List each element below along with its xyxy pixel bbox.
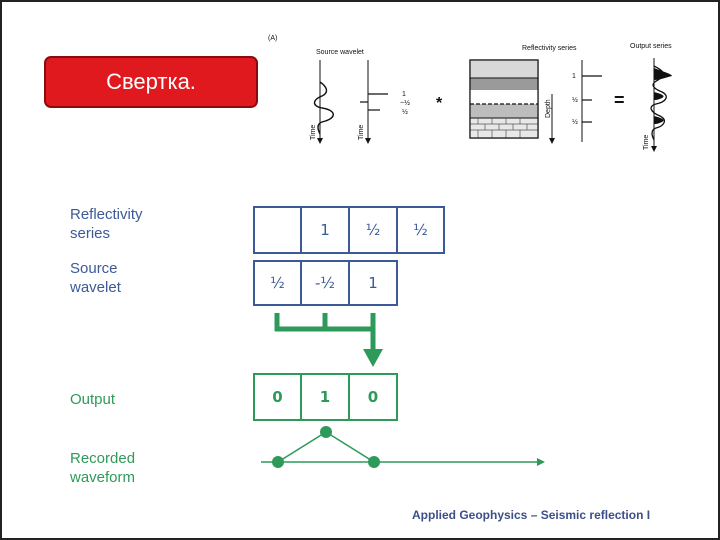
- spike-value-2: −½: [400, 99, 410, 107]
- spike-value-1: 1: [402, 91, 406, 98]
- source-wavelet-trace: Time: [310, 60, 334, 144]
- convolve-symbol: *: [436, 95, 443, 112]
- recorded-label-line2: waveform: [70, 469, 136, 486]
- output-cell: 0: [348, 373, 398, 421]
- footer-citation: Applied Geophysics – Seismic reflection …: [412, 508, 651, 522]
- output-trace: Time: [643, 58, 672, 152]
- summation-arrow: [274, 313, 383, 367]
- convolution-figure-a: (A) Source wavelet Reflectivity series O…: [268, 35, 672, 152]
- reflectivity-value-2: ½: [572, 96, 578, 104]
- time-axis-arrowhead: [537, 458, 545, 466]
- wavelet-cell: -½: [300, 260, 350, 306]
- reflectivity-series-title: Reflectivity series: [522, 45, 577, 52]
- reflectivity-cell: ½: [348, 206, 398, 254]
- reflectivity-cell: 1: [300, 206, 350, 254]
- reflectivity-value-3: ½: [572, 118, 578, 126]
- recorded-waveform-label: Recorded waveform: [70, 449, 135, 487]
- output-series-title: Output series: [630, 43, 672, 50]
- source-label-line2: wavelet: [70, 279, 121, 296]
- spike-time-label: Time: [358, 125, 365, 140]
- waveform-segment: [325, 431, 375, 463]
- output-label: Output: [70, 391, 116, 408]
- source-wavelet-label: Source wavelet: [70, 259, 121, 297]
- wavelet-time-label: Time: [310, 125, 317, 140]
- output-cell: 0: [253, 373, 302, 421]
- waveform-point: [272, 456, 284, 468]
- source-label-line1: Source: [70, 260, 118, 277]
- waveform-segment: [277, 431, 327, 463]
- output-cell: 1: [300, 373, 350, 421]
- equals-symbol: =: [614, 90, 625, 110]
- depth-label: Depth: [545, 99, 552, 118]
- reflectivity-value-1: 1: [572, 73, 576, 80]
- waveform-point: [368, 456, 380, 468]
- earth-layers: [469, 59, 539, 139]
- reflectivity-label-line1: Reflectivity: [70, 206, 143, 223]
- spike-value-3: ½: [402, 108, 408, 116]
- source-wavelet-title: Source wavelet: [316, 49, 364, 56]
- wavelet-cell: 1: [348, 260, 398, 306]
- spike-trace: Time 1 −½ ½: [358, 60, 410, 144]
- recorded-label-line1: Recorded: [70, 450, 136, 467]
- recorded-waveform: [261, 426, 545, 468]
- reflectivity-label-line2: series: [70, 225, 111, 242]
- waveform-point: [320, 426, 332, 438]
- reflectivity-cell: ½: [396, 206, 445, 254]
- output-time-label: Time: [643, 135, 650, 150]
- reflectivity-series-label: Reflectivity series: [70, 205, 143, 243]
- slide-title: Свертка.: [44, 56, 258, 108]
- depth-axis: Depth: [545, 94, 555, 144]
- reflectivity-cell: [253, 206, 302, 254]
- panel-label: (A): [268, 35, 277, 42]
- reflectivity-series-trace: 1 ½ ½: [572, 60, 602, 142]
- wavelet-cell: ½: [253, 260, 302, 306]
